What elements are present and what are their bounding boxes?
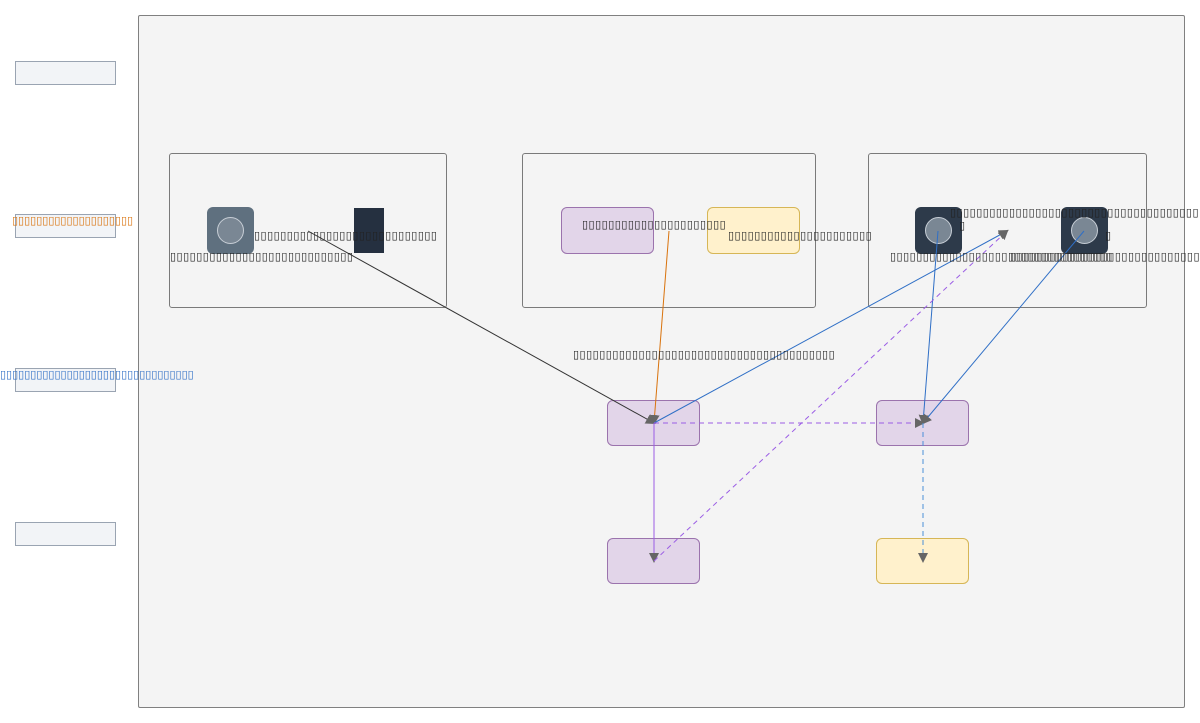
lane-2-label: ▯▯▯▯▯▯▯▯▯▯▯▯▯▯▯▯▯▯▯▯ [12,214,134,227]
edge-label: ▯▯▯▯▯▯▯▯▯▯▯▯▯▯▯▯▯▯▯▯▯▯▯▯▯▯▯▯▯▯▯▯▯▯▯▯▯▯▯▯ [573,348,836,361]
lane-1-box [15,61,116,85]
edge-left-to-a [307,230,656,424]
middle-yellow-label: ▯▯▯▯▯▯▯▯▯▯▯▯▯▯▯▯▯▯▯▯▯▯ [728,229,873,242]
edge-right1-to-b [918,230,939,425]
service-tile-right-2[interactable] [1061,207,1108,254]
block-left-label: ▯▯▯▯▯▯▯▯▯▯▯▯▯▯▯▯▯▯▯▯▯▯▯▯▯▯▯▯ [254,229,438,242]
lane-2-box [15,214,116,238]
service-icon [925,217,952,244]
diagram-canvas [138,15,1185,708]
group-left [169,153,447,308]
storage-block-icon[interactable] [354,208,384,253]
edge-middle-to-a [649,230,670,425]
edge-c-to-right [653,229,1009,562]
middle-purple-label: ▯▯▯▯▯▯▯▯▯▯▯▯▯▯▯▯▯▯▯▯▯▯ [582,218,727,231]
edge-right2-to-b [921,230,1085,425]
right-tile2-label: ▯▯▯▯▯▯▯▯▯▯▯▯▯▯▯▯▯▯▯▯▯▯▯▯▯▯▯▯▯▯▯▯▯▯▯ [1010,250,1200,263]
service-tile-left[interactable] [207,207,254,254]
lane-3-label: ▯▯▯▯▯▯▯▯▯▯▯▯▯▯▯▯▯▯▯▯▯▯▯▯▯▯▯▯▯▯▯▯ [0,368,194,381]
edge-a-to-right [653,230,1009,424]
service-tile-right-1[interactable] [915,207,962,254]
right-tile2-top-label: ▯▯▯▯▯▯▯▯▯▯▯▯▯▯▯▯▯▯▯▯▯▯▯▯▯▯▯▯▯▯▯▯▯▯▯▯▯▯▯▯… [950,206,1200,219]
service-icon [1071,217,1098,244]
right-tile2-sub: ▯ [1105,229,1112,242]
lane-3-box [15,368,116,392]
right-tile1-label: ▯▯▯▯▯▯▯▯▯▯▯▯▯▯▯▯▯▯▯▯▯▯▯▯▯▯▯▯▯▯▯▯▯▯ [890,250,1113,263]
lane-4-box [15,522,116,546]
data-node-middle[interactable] [707,207,800,254]
tile-left-label: ▯▯▯▯▯▯▯▯▯▯▯▯▯▯▯▯▯▯▯▯▯▯▯▯▯▯▯▯ [170,250,354,263]
right-tile1-sub: ▯ [959,219,966,232]
group-middle [522,153,816,308]
process-node-middle[interactable] [561,207,654,254]
group-right [868,153,1147,308]
service-icon [217,217,244,244]
